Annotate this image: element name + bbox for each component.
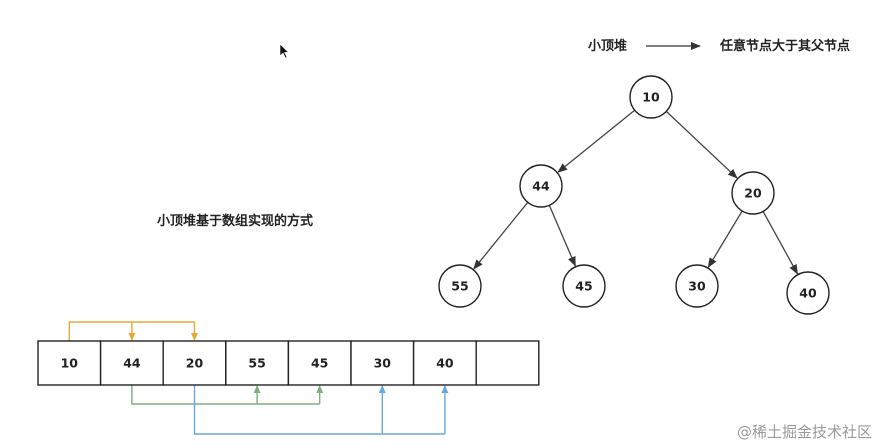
tree-edge-10-20 xyxy=(665,110,738,179)
array-cell-value: 30 xyxy=(374,356,392,371)
tree-edges xyxy=(473,109,798,275)
array-cell-value: 55 xyxy=(248,356,265,371)
tree-edge-20-40 xyxy=(762,211,798,275)
link-path xyxy=(131,385,320,405)
tree-node-circle xyxy=(629,75,673,119)
array-cell: 44 xyxy=(99,340,164,386)
blue-link xyxy=(193,385,449,435)
tree-node-45: 45 xyxy=(562,264,606,308)
array-links xyxy=(68,321,449,435)
tree-nodes: 10 44 20 55 45 30 40 xyxy=(438,75,830,315)
tree-node-circle xyxy=(519,164,563,208)
tree-node-10: 10 xyxy=(629,75,673,119)
tree-edge-44-55 xyxy=(473,201,529,270)
tree-node-circle xyxy=(731,171,775,215)
tree-edge-44-45 xyxy=(548,205,576,267)
tree-node-55: 55 xyxy=(438,264,482,308)
tree-node-circle xyxy=(675,264,719,308)
array-cell-box xyxy=(412,340,477,386)
header-left-label: 小顶堆 xyxy=(588,38,627,54)
array-cell-box xyxy=(475,340,540,386)
array-cell: 45 xyxy=(287,340,352,386)
green-link xyxy=(131,385,324,405)
array-cell-value: 45 xyxy=(311,356,328,371)
array-cell: 40 xyxy=(412,340,477,386)
tree-node-label: 10 xyxy=(642,90,660,105)
watermark: @稀土掘金技术社区 xyxy=(737,423,872,441)
array-cell-box xyxy=(287,340,352,386)
header-right-label: 任意节点大于其父节点 xyxy=(719,38,850,54)
array-cell: 10 xyxy=(37,340,102,386)
orange-link xyxy=(68,321,198,341)
array-cell: 55 xyxy=(225,340,290,386)
tree-node-label: 44 xyxy=(532,179,550,194)
link-path xyxy=(193,385,445,435)
array-cell-value: 20 xyxy=(186,356,204,371)
array-cell xyxy=(475,340,540,386)
array-cell-box xyxy=(162,340,227,386)
tree-node-label: 20 xyxy=(744,186,762,201)
tree-node-label: 45 xyxy=(575,279,592,294)
tree-node-30: 30 xyxy=(675,264,719,308)
heap-array: 10 44 20 55 45 30 40 xyxy=(37,340,540,386)
tree-node-label: 30 xyxy=(688,279,706,294)
array-cell-value: 40 xyxy=(436,356,454,371)
tree-edge-10-44 xyxy=(557,109,636,173)
array-title: 小顶堆基于数组实现的方式 xyxy=(157,213,313,229)
link-path xyxy=(68,321,195,341)
array-cell-box xyxy=(350,340,415,386)
tree-node-circle xyxy=(786,271,830,315)
tree-node-circle xyxy=(438,264,482,308)
tree-edge-20-30 xyxy=(707,210,743,269)
tree-node-44: 44 xyxy=(519,164,563,208)
mouse-cursor-icon xyxy=(279,43,290,59)
tree-node-label: 40 xyxy=(799,286,817,301)
array-cell-value: 44 xyxy=(123,356,141,371)
tree-node-label: 55 xyxy=(451,279,468,294)
tree-node-40: 40 xyxy=(786,271,830,315)
array-cell: 20 xyxy=(162,340,227,386)
array-cell-box xyxy=(37,340,102,386)
tree-node-circle xyxy=(562,264,606,308)
array-cell-value: 10 xyxy=(61,356,79,371)
tree-node-20: 20 xyxy=(731,171,775,215)
array-cell: 30 xyxy=(350,340,415,386)
